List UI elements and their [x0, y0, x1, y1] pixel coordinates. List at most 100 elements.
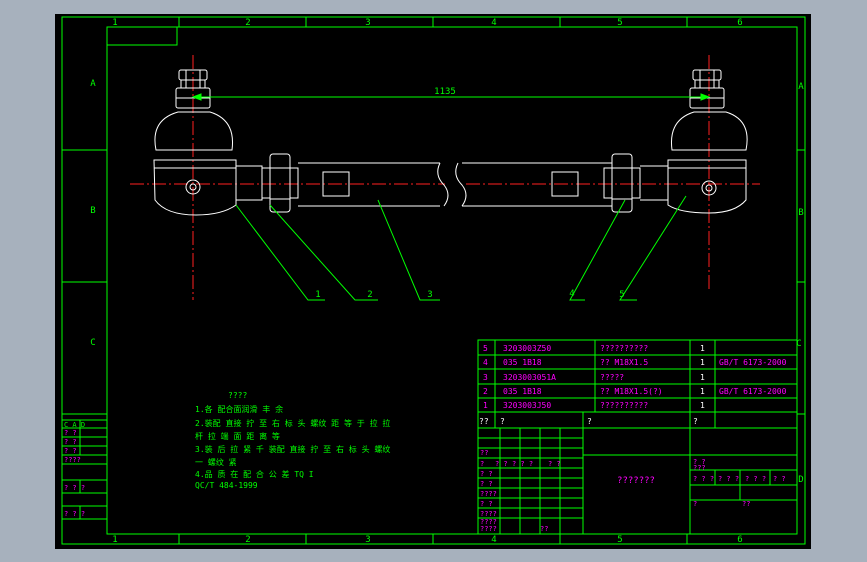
dimension-value: 1135: [434, 87, 456, 97]
balloon-3: 3: [427, 290, 432, 300]
col-label-3-bottom: 3: [365, 535, 370, 545]
tb-left-row-9: ??: [540, 525, 548, 533]
notes-title: ????: [228, 391, 247, 400]
col-label-1-top: 1: [112, 18, 117, 28]
left-lock-nut: [261, 153, 299, 213]
leader-lines: [235, 195, 687, 301]
center-lines: [130, 55, 760, 300]
tb-left-row-3: ? ?: [480, 480, 493, 488]
bom-row-2-qty: 1: [700, 387, 705, 396]
side-table-row-4: ????: [64, 456, 81, 464]
bom-row-3-no: 3: [483, 373, 488, 382]
scale-sub: ???: [693, 464, 706, 472]
note-line-7: QC/T 484-1999: [195, 481, 258, 490]
bom-header: ?? ? ? ?: [479, 417, 698, 426]
sheet-1: ?: [693, 500, 697, 508]
technical-notes: ???? 1.各 配合面润滑 丰 余 2.装配 直接 拧 至 右 标 头 螺纹 …: [195, 391, 390, 490]
tb-header-mark-1: ?: [480, 460, 484, 468]
bom-row-3-qty: 1: [700, 373, 705, 382]
side-table-text: C A D ? ? ? ? ? ? ???? ? ? ? ? ? ?: [64, 421, 85, 518]
dimension-1135: [191, 93, 711, 101]
bom-row-5-code: 3203003Z50: [503, 344, 551, 353]
bom-row-1-no: 1: [483, 401, 488, 410]
row-label-c-left: C: [90, 338, 95, 348]
bom-row-5-qty: 1: [700, 344, 705, 353]
col-label-1-bottom: 1: [112, 535, 117, 545]
note-line-5: 一 螺纹 紧: [195, 457, 237, 467]
col-label-4-bottom: 4: [491, 535, 496, 545]
scale-label: ? ?: [693, 458, 706, 466]
corner-box: [106, 26, 178, 46]
bom-row-4-std: GB/T 6173-2000: [719, 358, 787, 367]
inner-frame: [106, 26, 798, 535]
bom-row-3-code: 3203003051A: [503, 373, 556, 382]
side-table-row-2: ? ?: [64, 438, 77, 446]
tb-left-row-5: ? ?: [480, 500, 493, 508]
ratio-cell-2: ? ? ?: [718, 475, 739, 483]
balloon-4: 4: [569, 289, 574, 299]
tb-header-mark-4: ? ?: [548, 460, 561, 468]
bom-row-5-name: ??????????: [600, 344, 648, 353]
note-line-2: 2.装配 直接 拧 至 右 标 头 螺纹 距 等 于 拉 拉: [195, 418, 390, 428]
bom-row-2-code: 035 1B18: [503, 387, 542, 396]
row-label-b-right: B: [798, 208, 803, 218]
side-table-row-1: ? ?: [64, 429, 77, 437]
tb-left-row-1: ??: [480, 449, 488, 457]
ratio-cell-4: ? ?: [773, 475, 786, 483]
bom-row-2-name: ?? M18X1.5(?): [600, 387, 663, 396]
bom-header-qty: ?: [693, 417, 698, 426]
col-label-5-top: 5: [617, 18, 622, 28]
note-line-4: 3.装 后 拉 紧 千 装配 直接 拧 至 右 标 头 螺纹: [195, 444, 390, 454]
bom-row-2-std: GB/T 6173-2000: [719, 387, 787, 396]
tube-right: [455, 162, 612, 207]
bom-row-3-name: ?????: [600, 373, 624, 382]
side-table-bottom-2: ? ? ?: [64, 510, 85, 518]
bom-rows: 5 3203003Z50 ?????????? 1 4 035 1B18 ?? …: [483, 344, 787, 410]
col-label-2-bottom: 2: [245, 535, 250, 545]
zone-ticks: [62, 17, 805, 544]
col-label-6-top: 6: [737, 18, 742, 28]
bom-row-1-name: ??????????: [600, 401, 648, 410]
drawing-name: ???????: [617, 476, 655, 486]
tb-header-mark-2: ? ?: [495, 460, 508, 468]
col-label-5-bottom: 5: [617, 535, 622, 545]
note-line-3: 杆 拉 端 面 距 离 等: [195, 431, 280, 441]
bom-header-name: ?: [587, 417, 592, 426]
tb-left-row-8: ????: [480, 525, 497, 533]
tb-left-row-2: ? ?: [480, 470, 493, 478]
bom-row-1-qty: 1: [700, 401, 705, 410]
col-label-2-top: 2: [245, 18, 250, 28]
col-label-6-bottom: 6: [737, 535, 742, 545]
row-label-d-right: D: [798, 475, 803, 485]
row-label-b-left: B: [90, 206, 95, 216]
bom-row-1-code: 3203003J50: [503, 401, 551, 410]
bom-grid: [477, 339, 798, 535]
row-label-c-right: C: [796, 339, 801, 349]
right-ball-joint: [640, 69, 748, 214]
side-table-row-3: ? ?: [64, 447, 77, 455]
bom-row-4-name: ?? M18X1.5: [600, 358, 648, 367]
col-label-4-top: 4: [491, 18, 496, 28]
tb-left-row-7: ????: [480, 518, 497, 526]
tube-left: [298, 162, 449, 207]
bom-row-5-no: 5: [483, 344, 488, 353]
note-line-6: 4.品 质 在 配 合 公 差 TQ I: [195, 469, 314, 479]
col-label-3-top: 3: [365, 18, 370, 28]
side-table-bottom-1: ? ? ?: [64, 484, 85, 492]
title-block-text: ?? ? ? ? ? ? ? ? ? ? ? ? ? ???? ? ? ????…: [480, 449, 561, 533]
sheet-background: [55, 14, 811, 549]
tb-left-row-6: ????: [480, 510, 497, 518]
bom-row-4-qty: 1: [700, 358, 705, 367]
tb-left-row-4: ????: [480, 490, 497, 498]
balloon-2: 2: [367, 290, 372, 300]
sheet-2: ??: [742, 500, 750, 508]
bom-row-4-code: 035 1B18: [503, 358, 542, 367]
tb-header-mark-3: ? ? ?: [512, 460, 533, 468]
side-table-header: C A D: [64, 421, 85, 429]
zone-labels: 1 2 3 4 5 6 1 2 3 4 5 6 A B C A B C D: [90, 18, 804, 545]
bom-header-code: ?: [500, 417, 505, 426]
balloon-1: 1: [315, 290, 320, 300]
balloon-5: 5: [619, 290, 624, 300]
title-block-right: ? ? ??? ? ? ? ? ? ? ? ? ? ? ? ? ??: [693, 458, 786, 508]
